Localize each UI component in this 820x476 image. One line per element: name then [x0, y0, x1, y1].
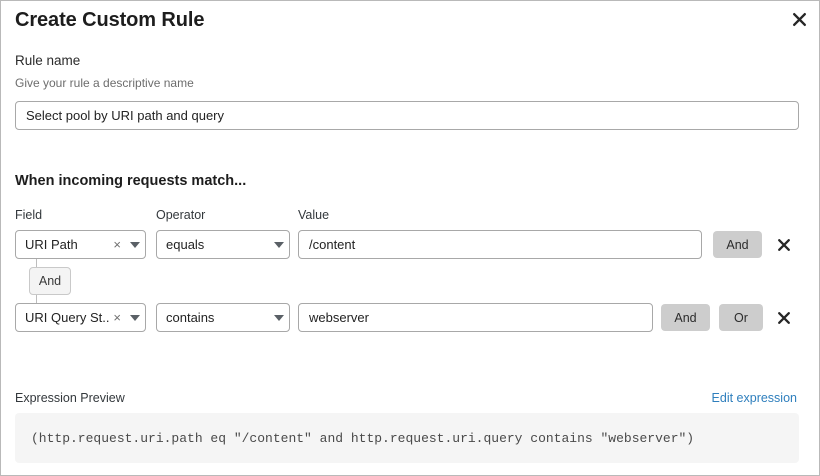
delete-row-2-button[interactable] — [773, 307, 795, 329]
operator-select-row-1[interactable]: equals — [156, 230, 290, 259]
chevron-down-glyph — [130, 241, 140, 248]
close-icon — [778, 312, 790, 324]
chevron-down-icon[interactable] — [125, 314, 145, 321]
chevron-down-icon[interactable] — [269, 314, 289, 321]
chevron-down-glyph — [130, 314, 140, 321]
close-icon — [778, 239, 790, 251]
field-select-row-2-value: URI Query St... — [25, 310, 110, 325]
field-select-row-1-value: URI Path — [25, 237, 78, 252]
row-connector: And — [15, 259, 135, 303]
match-section-heading: When incoming requests match... — [15, 173, 247, 189]
edit-expression-link[interactable]: Edit expression — [711, 391, 797, 405]
operator-select-row-2[interactable]: contains — [156, 303, 290, 332]
and-button-row-2[interactable]: And — [661, 304, 710, 331]
and-button-row-1[interactable]: And — [713, 231, 762, 258]
rule-name-help-text: Give your rule a descriptive name — [15, 76, 194, 90]
column-header-operator: Operator — [156, 208, 206, 222]
connector-line-bottom — [36, 295, 37, 303]
operator-select-row-2-value: contains — [166, 310, 215, 325]
close-glyph — [792, 12, 806, 26]
delete-row-1-button[interactable] — [773, 234, 795, 256]
operator-select-row-1-value: equals — [166, 237, 205, 252]
chevron-down-glyph — [274, 241, 284, 248]
chevron-down-icon[interactable] — [125, 241, 145, 248]
rule-name-label: Rule name — [15, 53, 81, 68]
column-header-value: Value — [298, 208, 330, 222]
value-input-row-2[interactable] — [298, 303, 653, 332]
chevron-down-icon[interactable] — [269, 241, 289, 248]
field-select-row-2[interactable]: URI Query St... × — [15, 303, 146, 332]
chevron-down-glyph — [274, 314, 284, 321]
connector-and-badge[interactable]: And — [29, 267, 71, 295]
close-icon[interactable] — [787, 7, 811, 31]
expression-preview-label: Expression Preview — [15, 391, 125, 405]
column-header-field: Field — [15, 208, 43, 222]
value-input-row-1[interactable] — [298, 230, 702, 259]
or-button-row-2[interactable]: Or — [719, 304, 763, 331]
field-select-row-1[interactable]: URI Path × — [15, 230, 146, 259]
page-title: Create Custom Rule — [15, 9, 205, 31]
expression-preview-code: (http.request.uri.path eq "/content" and… — [31, 430, 695, 446]
clear-icon[interactable]: × — [113, 237, 121, 252]
rule-name-input[interactable] — [15, 101, 799, 130]
expression-preview-box: (http.request.uri.path eq "/content" and… — [15, 413, 799, 463]
connector-line-top — [36, 259, 37, 267]
clear-icon[interactable]: × — [113, 310, 121, 325]
